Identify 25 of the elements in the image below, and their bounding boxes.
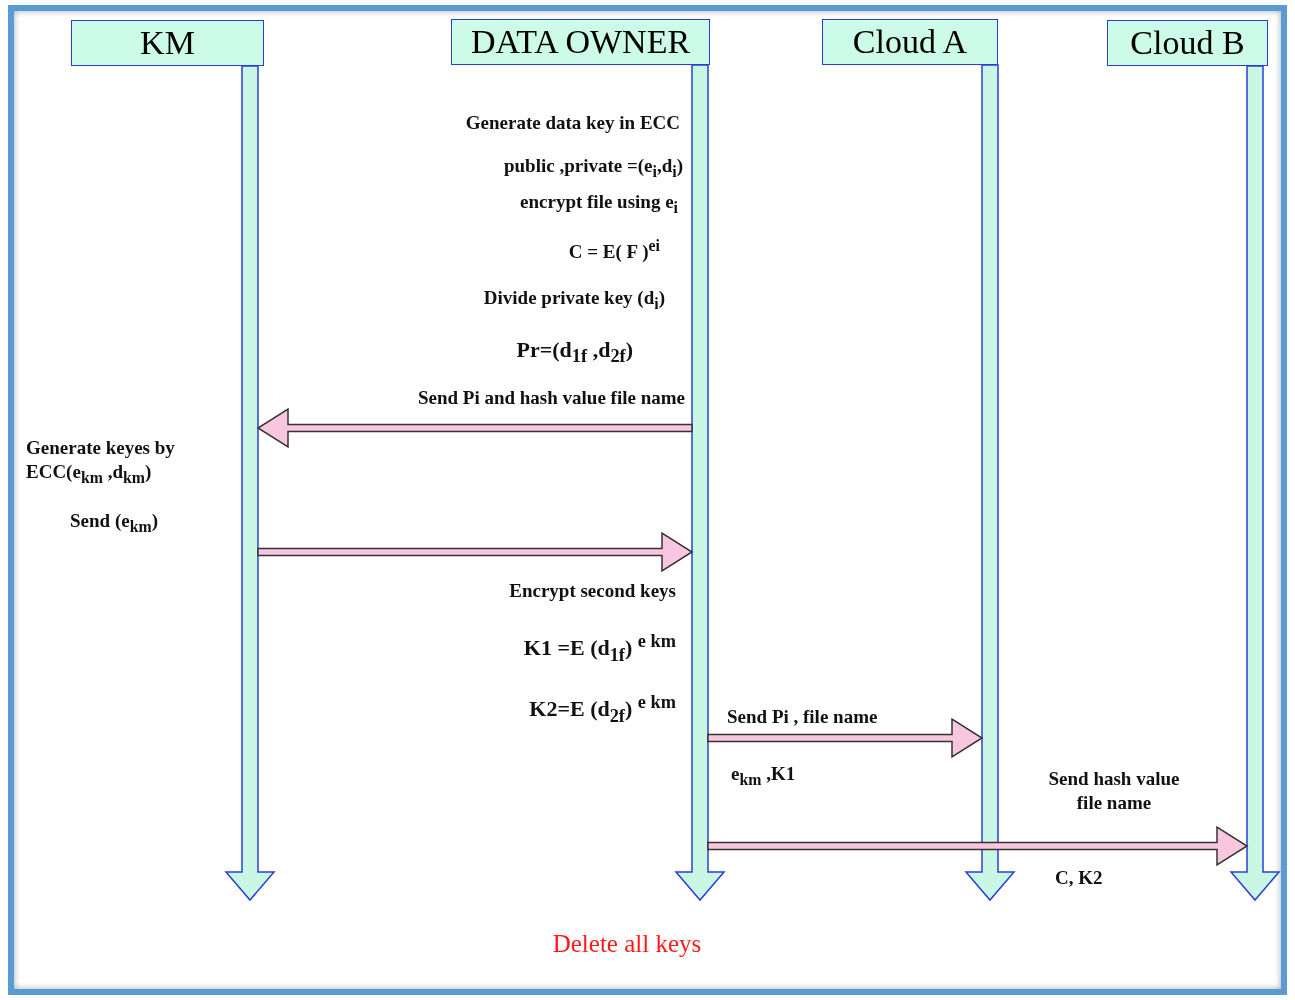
step-text: e$_{km}$ ,K1 bbox=[731, 762, 796, 790]
message-arrow bbox=[707, 717, 984, 759]
participant-box: Cloud B bbox=[1107, 20, 1268, 66]
participant-box: KM bbox=[71, 20, 264, 66]
step-text: public ,private =(e$_{i}$,d$_{i}$) bbox=[503, 154, 683, 182]
step-text: encrypt file using e$_{i}$ bbox=[520, 190, 678, 218]
step-text: Divide private key (d$_{i}$) bbox=[483, 286, 665, 314]
message-arrow bbox=[256, 407, 693, 449]
step-text: Generate keyes by ECC(e$_{km}$ ,d$_{km}$) bbox=[26, 436, 176, 488]
message-arrow bbox=[257, 531, 694, 573]
step-text: K2=E (d$_{2f}$) $^{e km}$ bbox=[529, 691, 676, 728]
participant-box: DATA OWNER bbox=[451, 19, 710, 65]
step-text: Send (e$_{km}$) bbox=[70, 509, 158, 537]
step-text: C = E( F )$^{ei}$ bbox=[568, 236, 660, 265]
step-text: Pr=(d$_{1f}$ ,d$_{2f}$) bbox=[516, 336, 633, 369]
note-text: Delete all keys bbox=[552, 929, 702, 959]
step-text: C, K2 bbox=[1055, 866, 1103, 890]
participant-box: Cloud A bbox=[822, 19, 998, 65]
edge-label: Send Pi , file name bbox=[727, 705, 878, 729]
edge-label: Send Pi and hash value file name bbox=[417, 386, 685, 410]
step-text: K1 =E (d$_{1f}$) $^{e km}$ bbox=[523, 630, 676, 667]
edge-label: Send hash value file name bbox=[1047, 767, 1181, 815]
step-text: Encrypt second keys bbox=[509, 579, 676, 603]
step-text: Generate data key in ECC bbox=[465, 111, 680, 135]
message-arrow bbox=[707, 825, 1249, 867]
